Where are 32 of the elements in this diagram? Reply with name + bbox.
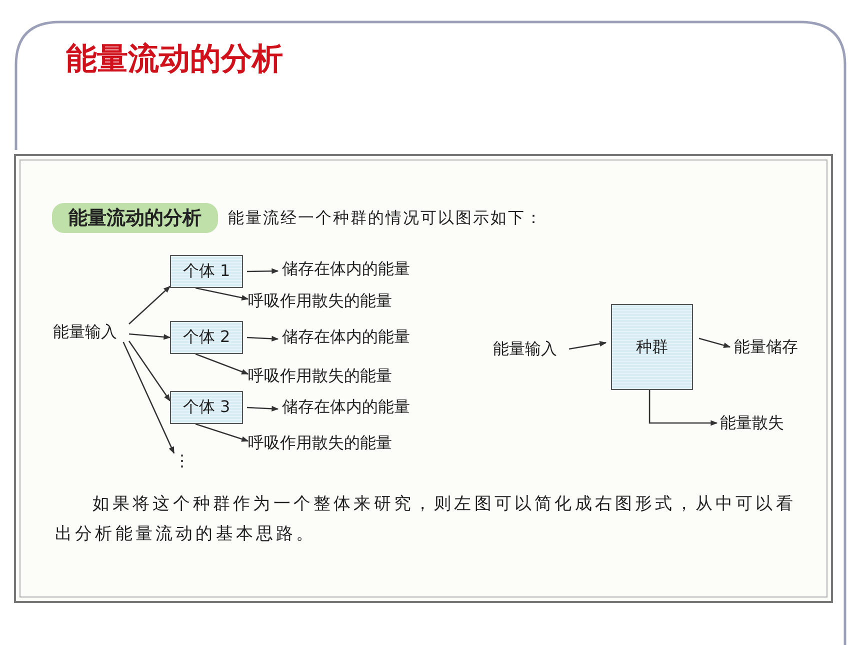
process-box: 种群 — [611, 304, 693, 390]
arrow — [195, 423, 249, 442]
node-label: 能量散失 — [720, 413, 790, 433]
arrow — [246, 336, 279, 342]
arrow — [246, 406, 279, 412]
node-label: 能量储存 — [734, 337, 804, 357]
arrow — [128, 340, 171, 402]
node-label: 呼吸作用散失的能量 — [248, 366, 400, 386]
node-label: 呼吸作用散失的能量 — [248, 433, 400, 453]
node-label: 能量输入 — [53, 322, 127, 342]
arrow — [128, 333, 171, 340]
arrow — [122, 342, 175, 454]
process-box: 个体 2 — [170, 321, 243, 354]
node-label: 储存在体内的能量 — [282, 259, 418, 279]
arrow — [648, 390, 718, 426]
arrow — [246, 268, 279, 274]
body-paragraph: 如果将这个种群作为一个整体来研究，则左图可以简化成右图形式，从中可以看出分析能量流动的基本思路。 — [55, 493, 797, 546]
intro-sentence: 能量流经一个种群的情况可以图示如下： — [228, 208, 543, 229]
arrow — [698, 338, 731, 348]
arrow — [128, 286, 171, 324]
node-label: 储存在体内的能量 — [282, 397, 418, 417]
arrow — [195, 287, 249, 300]
node-label: 储存在体内的能量 — [282, 327, 418, 347]
arrow — [195, 353, 249, 375]
process-box: 个体 1 — [170, 255, 243, 288]
node-label: ⋮ — [174, 451, 188, 473]
arrow — [568, 341, 607, 350]
process-box: 个体 3 — [170, 391, 243, 424]
slide-title: 能量流动的分析 — [66, 40, 283, 79]
section-badge: 能量流动的分析 — [52, 203, 218, 233]
node-label: 呼吸作用散失的能量 — [248, 291, 400, 311]
node-label: 能量输入 — [493, 339, 563, 359]
